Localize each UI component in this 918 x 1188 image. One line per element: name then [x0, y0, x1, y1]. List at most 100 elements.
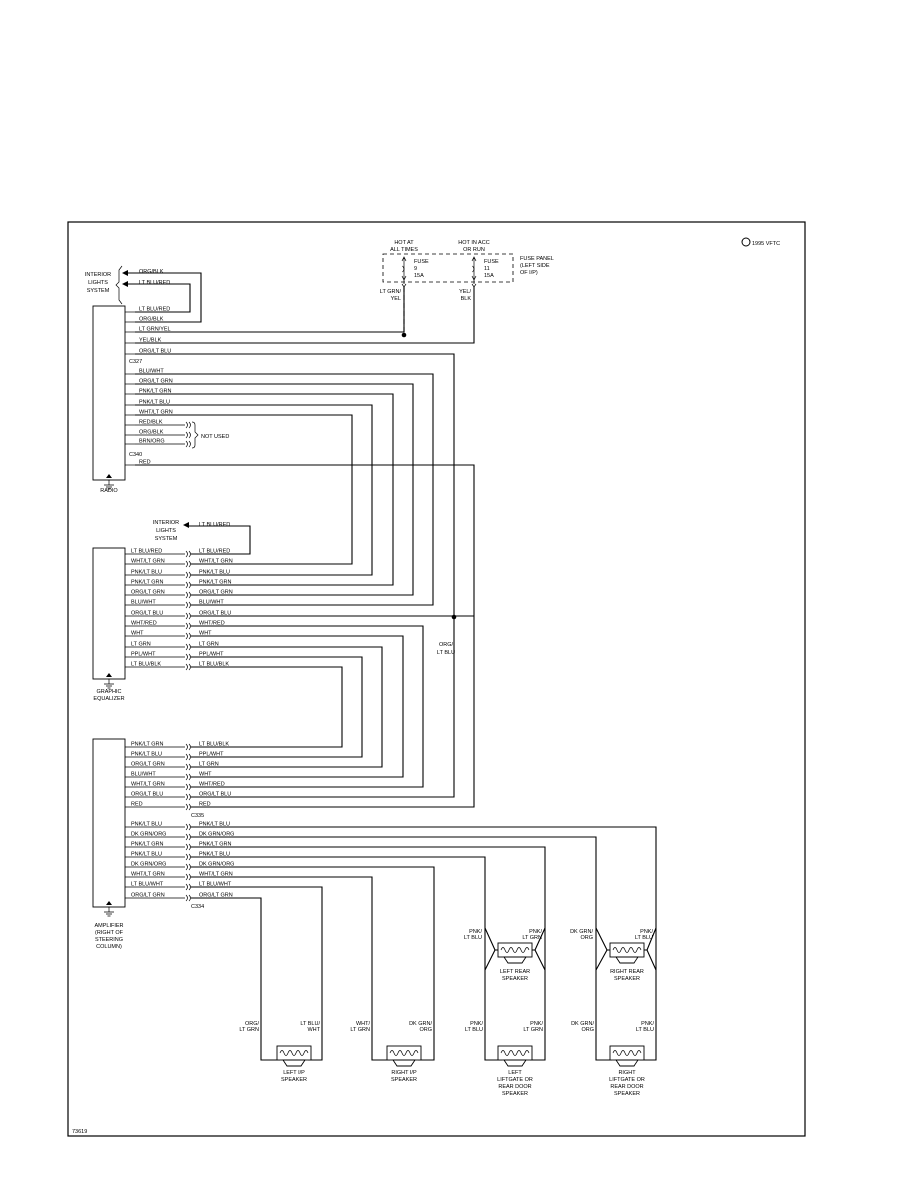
eq-connector-11 — [185, 663, 191, 671]
amp-right-label-0: LT BLU/BLK — [199, 742, 229, 748]
amp-connector-13 — [185, 883, 191, 891]
amp-connector-2 — [185, 763, 191, 771]
eq-right-label-2: PNK/LT BLU — [199, 570, 230, 576]
eq-connector-9 — [185, 643, 191, 651]
interior-lights-system-mid: INTERIOR — [153, 520, 179, 526]
eq-connector-10 — [185, 653, 191, 661]
radio-connector-c340: C340 — [129, 452, 142, 458]
wire-wht-red — [191, 625, 424, 788]
amp-right-label-7: PNK/LT BLU — [199, 822, 230, 828]
wire-org-lt-grn-lip — [191, 897, 280, 1061]
eq-right-label-7: WHT/RED — [199, 621, 225, 627]
eq-right-label-10: PPL/WHT — [199, 652, 224, 658]
left-rear-speaker-right-wire: LT GRN — [522, 935, 542, 941]
amp-connector-6 — [185, 803, 191, 811]
left-liftgate-speaker — [497, 1045, 533, 1067]
amp-connector-14 — [185, 894, 191, 902]
eq-left-label-3: PNK/LT GRN — [131, 580, 164, 586]
eq-left-label-11: LT BLU/BLK — [131, 662, 161, 668]
speaker-box — [497, 1045, 533, 1061]
left-rear-speaker-left-wire: PNK/ — [469, 929, 482, 935]
amplifier-name: (RIGHT OF — [95, 930, 124, 936]
wire-org-lt-blu-amp — [191, 617, 455, 798]
left-rear-speaker-leads — [484, 927, 546, 951]
hot-at-all-times: ALL TIMES — [390, 247, 418, 253]
fuse-panel-label: FUSE PANEL — [520, 256, 554, 262]
eq-connector-1 — [185, 560, 191, 568]
diagram-border — [67, 221, 806, 1137]
wire-lt-blu-red-lights — [125, 283, 191, 313]
right-rear-speaker-left-wire: DK GRN/ — [570, 929, 593, 935]
radio-ground — [104, 474, 114, 490]
radio-wire-label-10: RED/BLK — [139, 420, 163, 426]
wire-dk-grn-org-rr — [191, 836, 612, 1061]
radio-wire-label-5: BLU/WHT — [139, 369, 164, 375]
radio-wire-label-7: PNK/LT GRN — [139, 389, 172, 395]
amp-left-label-10: PNK/LT BLU — [131, 852, 162, 858]
eq-right-label-5: BLU/WHT — [199, 600, 224, 606]
left-ip-speaker-left-wire: LT GRN — [239, 1027, 259, 1033]
amp-left-label-4: WHT/LT GRN — [131, 782, 165, 788]
eq-right-label-8: WHT — [199, 631, 212, 637]
fuse-9-symbol — [401, 256, 407, 288]
amp-connector-4 — [185, 783, 191, 791]
amp-connector-11 — [185, 863, 191, 871]
left-liftgate-speaker-left-wire: LT BLU — [465, 1027, 483, 1033]
left-liftgate-speaker-name: LEFT — [508, 1070, 522, 1076]
left-rear-speaker-right-wire: PNK/ — [529, 929, 542, 935]
lights-feed-label: LT BLU/RED — [199, 522, 230, 528]
org-lt-blu-label: ORG/ — [439, 642, 454, 648]
speaker-box — [276, 1045, 312, 1061]
amplifier-name: STEERING — [95, 937, 123, 943]
eq-connector-4 — [185, 591, 191, 599]
radio-wire-label-13: RED — [139, 460, 151, 466]
interior-lights-system-top: SYSTEM — [87, 288, 110, 294]
fuse-9-label: 15A — [414, 273, 424, 279]
eq-right-label-9: LT GRN — [199, 642, 219, 648]
fuse-arrow — [401, 275, 407, 281]
amp-right-label-10: PNK/LT BLU — [199, 852, 230, 858]
amp-right-label-1: PPL/WHT — [199, 752, 224, 758]
right-ip-speaker-name: SPEAKER — [391, 1077, 417, 1083]
right-rear-speaker-leads-lower — [595, 949, 657, 971]
wire-lt-blu-red-eq — [189, 525, 251, 555]
left-rear-speaker — [497, 942, 533, 964]
eq-connector-8 — [185, 632, 191, 640]
right-liftgate-speaker-right-wire: LT BLU — [636, 1027, 654, 1033]
amp-connector-3 — [185, 773, 191, 781]
right-liftgate-speaker-left-wire: DK GRN/ — [571, 1021, 594, 1027]
left-rear-speaker-left-wire: LT BLU — [464, 935, 482, 941]
eq-left-label-4: ORG/LT GRN — [131, 590, 165, 596]
wire-org-blk-lights — [125, 272, 202, 323]
left-rear-speaker-name: SPEAKER — [502, 976, 528, 982]
eq-connector-0 — [185, 550, 191, 558]
right-rear-speaker-right-wire: PNK/ — [640, 929, 653, 935]
speaker-coil — [389, 1050, 419, 1056]
eq-left-label-7: WHT/RED — [131, 621, 157, 627]
not-used-brace — [191, 421, 199, 449]
left-liftgate-speaker-left-wire: PNK/ — [470, 1021, 483, 1027]
amp-right-label-12: WHT/LT GRN — [199, 872, 233, 878]
equalizer-name: GRAPHIC — [96, 689, 121, 695]
wire-wht — [191, 635, 404, 778]
speaker-cone — [503, 956, 527, 964]
interior-lights-brace — [115, 265, 123, 305]
static-shapes — [92, 237, 751, 917]
eq-left-label-8: WHT — [131, 631, 144, 637]
equalizer-ground — [104, 673, 114, 689]
wire-lt-blu-blk — [191, 666, 343, 748]
amp-left-label-13: LT BLU/WHT — [131, 882, 164, 888]
fuse-panel-box — [382, 253, 514, 283]
amp-left-label-1: PNK/LT BLU — [131, 752, 162, 758]
fuse-11-symbol — [471, 256, 477, 288]
right-ip-speaker-right-wire: DK GRN/ — [409, 1021, 432, 1027]
speaker-cone — [503, 1059, 527, 1067]
speaker-cone — [282, 1059, 306, 1067]
speaker-box — [497, 942, 533, 958]
amp-left-label-3: BLU/WHT — [131, 772, 156, 778]
right-rear-speaker-right-wire: LT BLU — [635, 935, 653, 941]
amp-connector-5 — [185, 793, 191, 801]
fuse-terminal — [401, 283, 407, 288]
ground-lines — [104, 679, 114, 689]
right-ip-speaker-name: RIGHT I/P — [391, 1070, 417, 1076]
